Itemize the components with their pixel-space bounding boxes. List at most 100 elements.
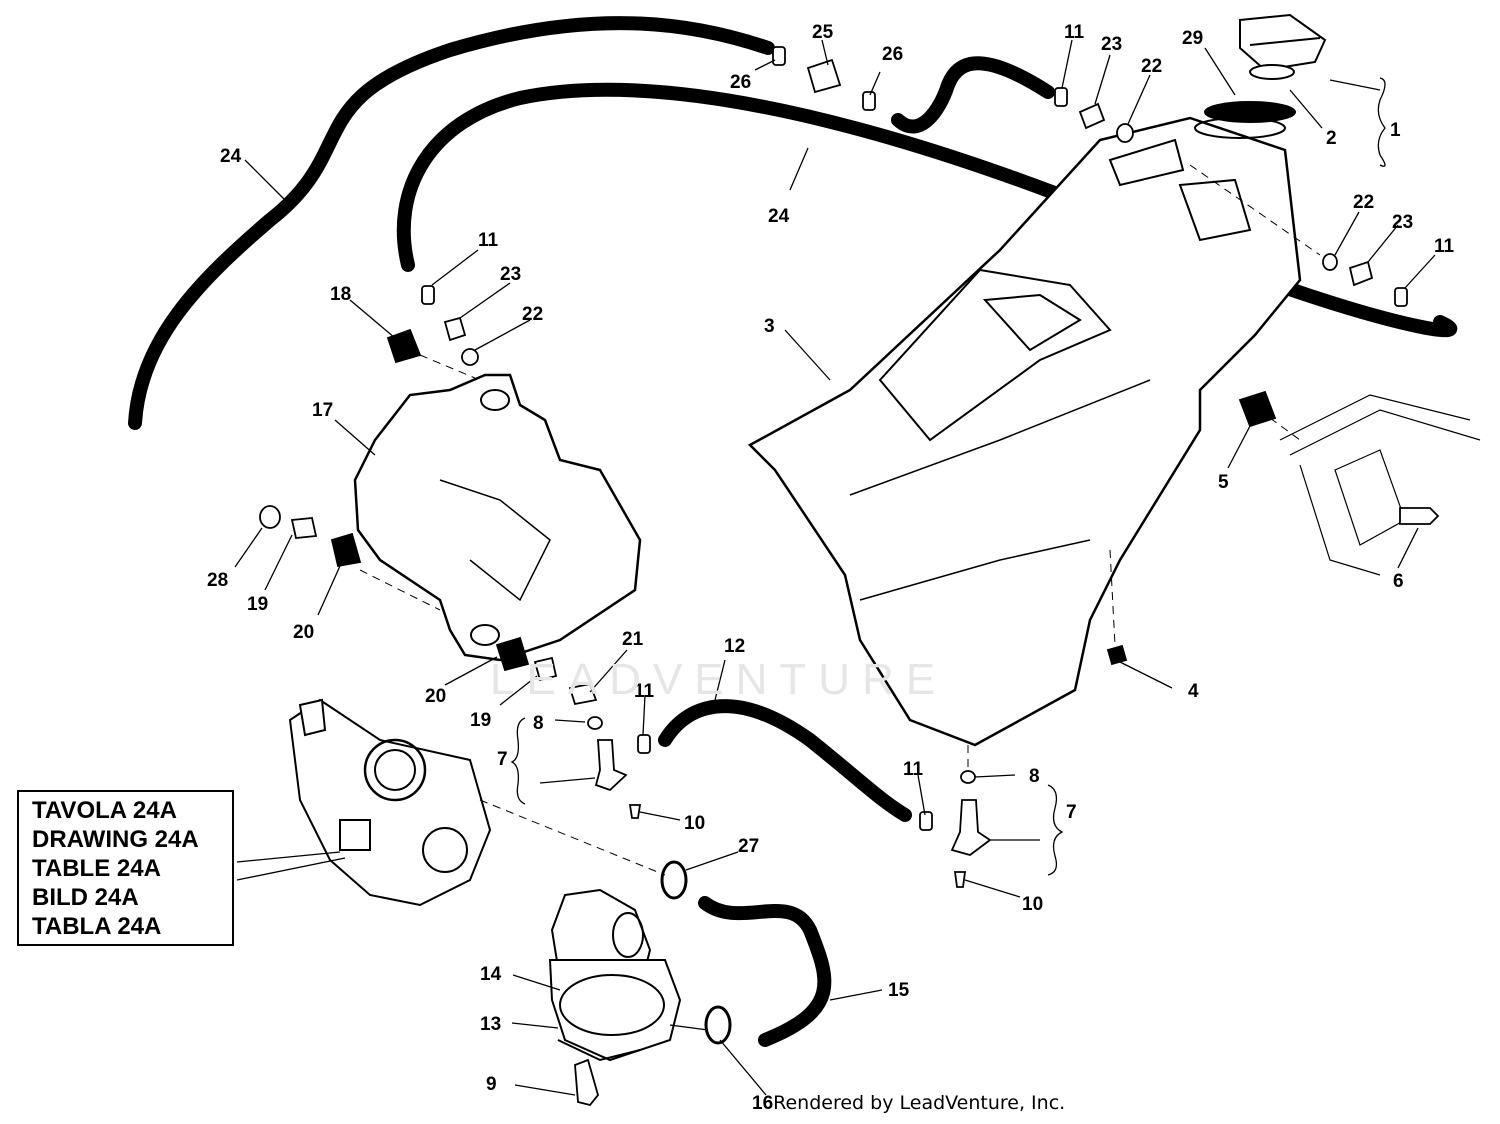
oring-8-right — [960, 770, 976, 784]
fuel-pump — [548, 888, 682, 1062]
callout-7-right: 7 — [1066, 802, 1077, 823]
callout-23-top: 23 — [1101, 34, 1122, 55]
auxiliary-tank — [353, 373, 642, 662]
render-credit: 16Rendered by LeadVenture, Inc. — [752, 1092, 1065, 1115]
callout-20-left: 20 — [293, 622, 314, 643]
callout-2: 2 — [1326, 128, 1337, 149]
callout-7-left: 7 — [497, 749, 508, 770]
callout-29: 29 — [1182, 28, 1203, 49]
callout-27: 27 — [738, 836, 759, 857]
callout-23-left: 23 — [500, 264, 521, 285]
callout-24-inner: 24 — [768, 206, 790, 227]
bolt-6 — [1399, 507, 1440, 525]
reference-line-drawing: DRAWING 24A — [32, 826, 199, 853]
callout-11-left: 11 — [478, 230, 499, 251]
callout-labels: 24 24 25 26 26 11 23 22 29 2 1 22 23 11 … — [207, 22, 1455, 1095]
bolt-21 — [568, 682, 598, 706]
fitting-23-left — [443, 316, 467, 342]
callout-26-right: 26 — [882, 44, 903, 65]
leader-lines — [234, 39, 1436, 1096]
grommet-20-left — [330, 532, 362, 568]
callout-12: 12 — [724, 636, 745, 657]
leadventure-watermark: LEADVENTURE — [490, 655, 948, 704]
fitting-23-right — [1348, 260, 1374, 287]
callout-21: 21 — [622, 629, 644, 650]
callout-10-left: 10 — [684, 813, 705, 834]
callout-26-left: 26 — [730, 72, 751, 93]
callout-6: 6 — [1393, 571, 1404, 592]
screw-19-right — [533, 656, 558, 682]
grommet-20-right — [495, 636, 530, 672]
fuel-hose-15 — [698, 896, 832, 1047]
reference-line-italian: TAVOLA 24A — [32, 797, 177, 824]
washer-22-top — [1116, 123, 1134, 143]
callout-10-right: 10 — [1022, 894, 1043, 915]
callout-19-right: 19 — [470, 710, 491, 731]
check-valve-25 — [806, 58, 842, 94]
washer-22-right — [1322, 253, 1338, 271]
callout-23-right: 23 — [1392, 212, 1413, 233]
filler-cap — [1204, 13, 1327, 123]
clamp-26-left — [772, 46, 786, 66]
callout-17: 17 — [312, 400, 333, 421]
callout-16: 16 — [752, 1093, 774, 1114]
clamp-26-right — [862, 91, 876, 111]
callout-15: 15 — [888, 980, 910, 1001]
fuel-hose-24-inner — [396, 82, 1458, 338]
clamp-16 — [704, 1005, 732, 1045]
screw-19-left — [290, 517, 318, 539]
callout-1: 1 — [1390, 120, 1401, 141]
screw-10-left — [628, 804, 642, 819]
clamp-11-top — [1054, 87, 1068, 107]
reference-line-table: TABLE 24A — [32, 855, 161, 882]
callout-11-low: 11 — [903, 759, 924, 780]
clamp-27 — [660, 860, 688, 900]
callout-11-right: 11 — [1434, 236, 1455, 257]
clamp-11-right — [1394, 287, 1408, 307]
callout-13: 13 — [480, 1014, 501, 1035]
hardware-parts — [259, 46, 1440, 1045]
clamp-11-low — [919, 811, 933, 831]
credit-text: Rendered by LeadVenture, Inc. — [773, 1092, 1066, 1114]
callout-8-right: 8 — [1029, 766, 1040, 787]
callout-18: 18 — [330, 284, 351, 305]
reference-line-german: BILD 24A — [32, 884, 139, 911]
callout-9: 9 — [486, 1074, 497, 1095]
grommet-18 — [386, 328, 422, 364]
callout-22-right: 22 — [1353, 192, 1374, 213]
washer-22-left — [461, 348, 479, 366]
callout-19-left: 19 — [247, 594, 268, 615]
callout-3: 3 — [764, 316, 775, 337]
callout-11-top: 11 — [1064, 22, 1085, 43]
callout-11-mid: 11 — [634, 681, 655, 702]
clamp-11-mid — [637, 734, 651, 754]
callout-22-left: 22 — [522, 304, 543, 325]
clamp-11-left — [421, 285, 435, 305]
callout-22-top: 22 — [1141, 56, 1162, 77]
callout-8-left: 8 — [533, 713, 544, 734]
alignment-dashes — [359, 164, 1321, 876]
oring-8-left — [587, 716, 603, 730]
callout-5: 5 — [1218, 472, 1229, 493]
fuel-hose-12 — [658, 699, 912, 822]
callout-28: 28 — [207, 570, 228, 591]
vent-hose-short — [891, 56, 1055, 134]
grommet-5 — [1238, 390, 1277, 428]
fuel-outlet-7-left — [594, 739, 628, 792]
spacer-28 — [259, 505, 281, 529]
callout-4: 4 — [1188, 681, 1199, 702]
callout-24-outer: 24 — [220, 146, 242, 167]
screw-10-right — [953, 871, 967, 888]
callout-25: 25 — [812, 22, 834, 43]
throttle-body — [288, 698, 492, 907]
plug-4 — [1106, 644, 1128, 666]
fitting-23-top — [1078, 102, 1106, 130]
reference-drawing-box: TAVOLA 24A DRAWING 24A TABLE 24A BILD 24… — [17, 790, 234, 946]
fuel-hose-24-outer — [128, 16, 775, 430]
frame-bracket — [1279, 394, 1481, 576]
callout-20-right: 20 — [425, 686, 446, 707]
pump-bolt-9 — [574, 1058, 599, 1107]
reference-line-spanish: TABLA 24A — [32, 913, 162, 940]
fuel-tank — [747, 116, 1302, 747]
